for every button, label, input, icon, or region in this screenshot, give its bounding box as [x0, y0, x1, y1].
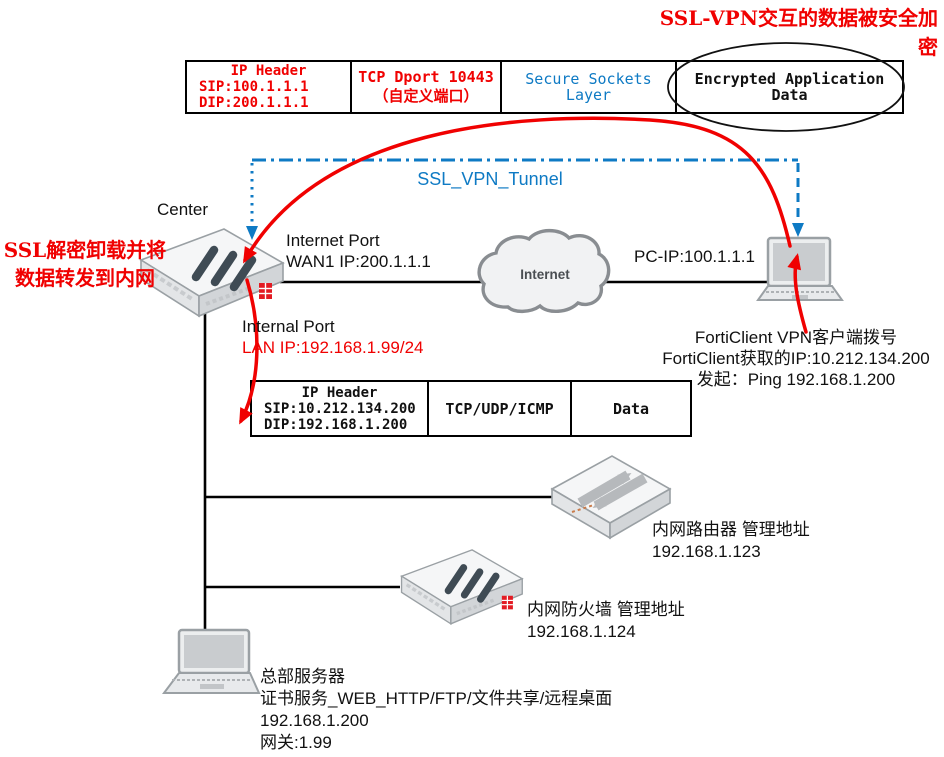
packet-line: DIP:200.1.1.1 [199, 95, 309, 111]
diagram-title: SSL-VPN交互的数据被安全加密 [659, 6, 938, 59]
firewall2-note-line: 内网防火墙 管理地址 [527, 600, 685, 619]
internal-port-ip: LAN IP:192.168.1.99/24 [242, 338, 424, 357]
packet-line: Data [612, 399, 650, 418]
firewall2-note-line: 192.168.1.124 [527, 622, 636, 641]
ssl-offload-line: 数据转发到内网 [15, 266, 155, 290]
router-note-line: 192.168.1.123 [652, 542, 761, 561]
internal-port-label: Internal Port LAN IP:192.168.1.99/24 [242, 316, 423, 358]
server-note-line: 总部服务器 [260, 667, 345, 686]
packet-line: TCP/UDP/ICMP [445, 399, 554, 418]
server-note: 总部服务器 证书服务_WEB_HTTP/FTP/文件共享/远程桌面 192.16… [260, 666, 612, 754]
router-note: 内网路由器 管理地址 192.168.1.123 [652, 519, 810, 563]
router-note-line: 内网路由器 管理地址 [652, 520, 810, 539]
packet-cell-tcp: TCP Dport 10443 （自定义端口） [350, 62, 500, 112]
packet-line: IP Header [301, 384, 378, 401]
forticlient-line: FortiClient VPN客户端拨号 [694, 328, 898, 347]
firewall2-note: 内网防火墙 管理地址 192.168.1.124 [527, 599, 685, 643]
packet-cell-ip-header: IP Header SIP:100.1.1.1 DIP:200.1.1.1 [187, 62, 350, 112]
internet-port-label: Internet Port WAN1 IP:200.1.1.1 [286, 230, 431, 272]
packet-cell-ssl: Secure Sockets Layer [500, 62, 675, 112]
internal-port-line: Internal Port [242, 317, 335, 336]
packet-cell-protocol: TCP/UDP/ICMP [427, 382, 570, 435]
ssl-offload-note: SSL解密卸载并将 数据转发到内网 [2, 236, 168, 292]
packet-cell-ip-header: IP Header SIP:10.212.134.200 DIP:192.168… [252, 382, 427, 435]
packet-line: Secure Sockets Layer [525, 70, 652, 104]
forticlient-line: FortiClient获取的IP:10.212.134.200 [662, 349, 930, 368]
forticlient-line: 发起：Ping 192.168.1.200 [696, 370, 896, 389]
packet-line: TCP Dport 10443 [358, 68, 494, 86]
internet-port-line: WAN1 IP:200.1.1.1 [286, 252, 431, 271]
packet-line: SIP:10.212.134.200 [264, 400, 416, 417]
packet-line: DIP:192.168.1.200 [264, 416, 408, 433]
ssl-offload-line: SSL解密卸载并将 [3, 238, 167, 262]
packet-line: （自定义端口） [373, 87, 479, 105]
packet-line: SIP:100.1.1.1 [199, 79, 309, 95]
tunnel-label: SSL_VPN_Tunnel [417, 169, 563, 189]
server-note-line: 网关:1.99 [260, 733, 332, 752]
internet-port-line: Internet Port [286, 231, 380, 250]
server-note-line: 证书服务_WEB_HTTP/FTP/文件共享/远程桌面 [260, 689, 613, 708]
forticlient-note: FortiClient VPN客户端拨号 FortiClient获取的IP:10… [650, 327, 942, 390]
internet-cloud-label: Internet [520, 267, 570, 282]
pc-ip-label: PC-IP:100.1.1.1 [634, 247, 755, 266]
server-note-line: 192.168.1.200 [260, 711, 369, 730]
packet-cell-data: Data [570, 382, 690, 435]
packet-line: IP Header [230, 63, 307, 79]
center-firewall-name: Center [157, 200, 209, 219]
